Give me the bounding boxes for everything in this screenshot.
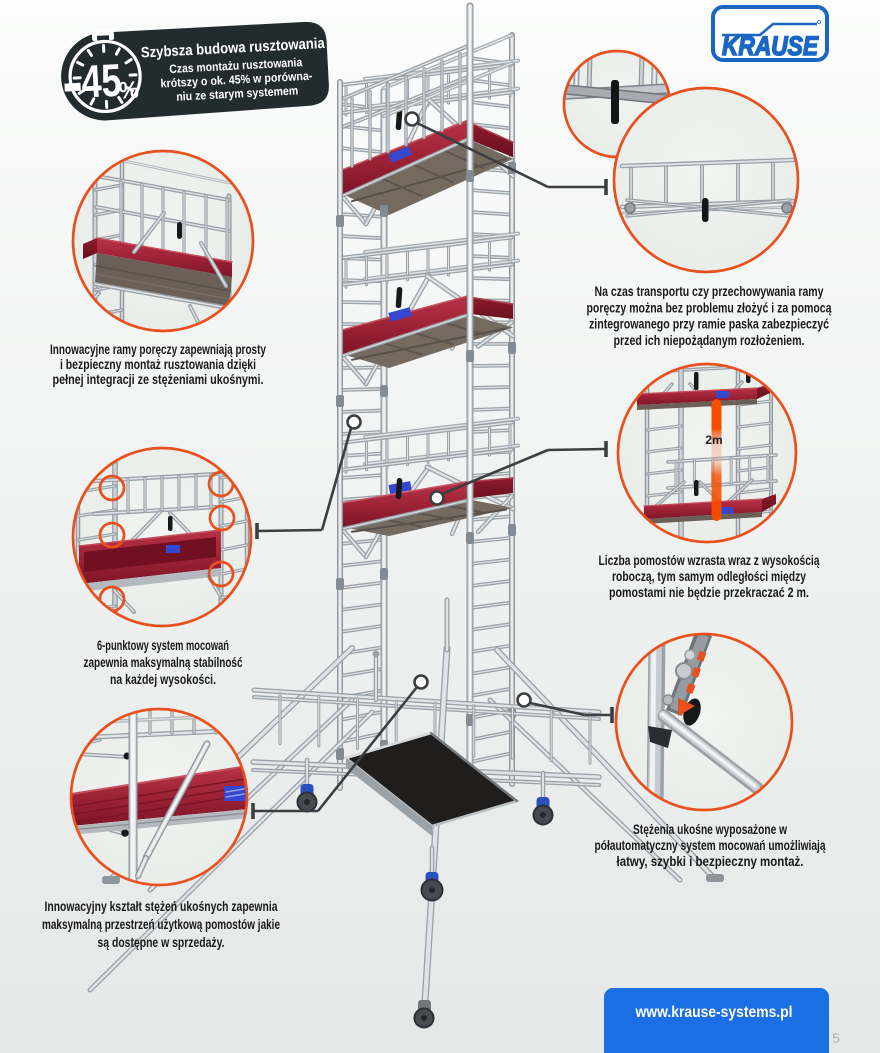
svg-text:45: 45: [80, 54, 123, 108]
svg-text:Liczba pomostów wzrasta wraz z: Liczba pomostów wzrasta wraz z wysokości…: [599, 552, 820, 568]
svg-text:maksymalną przestrzeń użytkową: maksymalną przestrzeń użytkową pomostów …: [42, 916, 280, 932]
svg-text:i bezpieczny montaż rusztowani: i bezpieczny montaż rusztowania dzięki: [60, 356, 256, 372]
svg-text:przed ich niepożądanym rozłoże: przed ich niepożądanym rozłożeniem.: [614, 332, 805, 348]
svg-text:poręczy można bez problemu zło: poręczy można bez problemu złożyć i za p…: [587, 299, 832, 315]
svg-text:5: 5: [832, 1030, 840, 1046]
svg-text:%: %: [118, 77, 139, 105]
svg-text:Czas montażu rusztowania: Czas montażu rusztowania: [169, 55, 303, 76]
svg-text:na każdej wysokości.: na każdej wysokości.: [110, 671, 216, 687]
svg-text:Innowacyjny kształt stężeń uko: Innowacyjny kształt stężeń ukośnych zape…: [45, 898, 278, 914]
svg-text:pomostami nie będzie przekracz: pomostami nie będzie przekraczać 2 m.: [609, 584, 809, 600]
svg-text:6-punktowy system mocowań: 6-punktowy system mocowań: [97, 637, 229, 653]
svg-text:2m: 2m: [705, 433, 722, 447]
svg-text:są dostępne w sprzedaży.: są dostępne w sprzedaży.: [98, 934, 225, 950]
svg-text:zintegrowanego przy ramie pask: zintegrowanego przy ramie paska zabezpie…: [589, 316, 829, 332]
svg-text:Innowacyjne ramy poręczy zapew: Innowacyjne ramy poręczy zapewniają pros…: [50, 341, 266, 357]
svg-text:KRAUSE: KRAUSE: [722, 31, 819, 61]
svg-text:Stężenia ukośne wyposażone w: Stężenia ukośne wyposażone w: [633, 821, 787, 837]
svg-text:zapewnia maksymalną stabilność: zapewnia maksymalną stabilność: [84, 654, 243, 670]
svg-text:niu ze starym systemem: niu ze starym systemem: [176, 83, 299, 103]
svg-text:pełnej integracji ze stężeniam: pełnej integracji ze stężeniami ukośnymi…: [53, 371, 264, 387]
svg-text:Na czas transportu czy przecho: Na czas transportu czy przechowywania ra…: [595, 283, 824, 299]
svg-text:roboczą, tym samym odległości: roboczą, tym samym odległości między: [612, 568, 806, 584]
svg-text:półautomatyczny system mocowań: półautomatyczny system mocowań umożliwia…: [595, 837, 826, 853]
svg-text:www.krause-systems.pl: www.krause-systems.pl: [635, 1004, 793, 1021]
svg-text:łatwy, szybki i bezpieczny mon: łatwy, szybki i bezpieczny montaż.: [617, 853, 804, 869]
